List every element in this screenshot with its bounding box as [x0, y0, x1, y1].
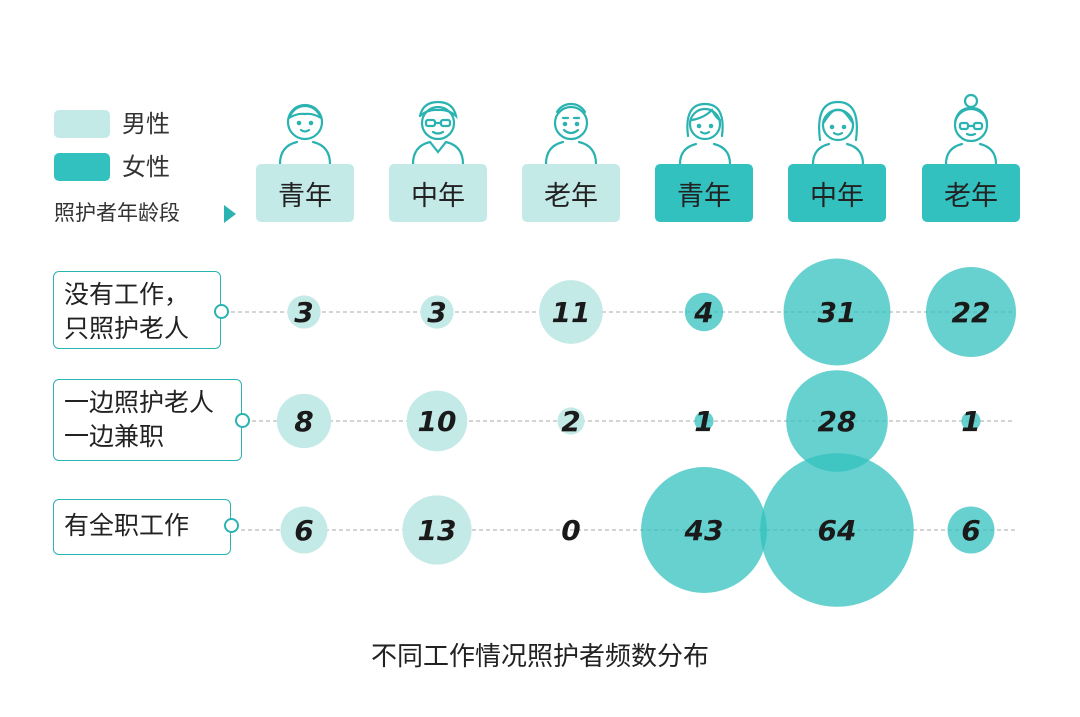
bubble-no-work-0: [287, 295, 321, 329]
chart-title: 不同工作情况照护者频数分布: [370, 642, 709, 672]
col-header-female-old: 老年: [922, 164, 1020, 222]
bubble-value-label: 10: [418, 405, 457, 438]
col-header-male-young: 青年: [256, 164, 354, 222]
row-label-part-time: 一边照护老人 一边兼职: [53, 379, 242, 461]
bubble-part-time-3: [694, 411, 714, 431]
bubble-part-time-2: [557, 407, 585, 435]
row-connector-dot: [214, 304, 229, 319]
bubble-no-work-3: [684, 292, 724, 332]
elderly-woman-icon: [944, 93, 998, 166]
row-connector-dot: [235, 413, 250, 428]
row-label-line: 只照护老人: [64, 314, 190, 343]
row-label-line: 一边兼职: [64, 422, 165, 451]
middle-aged-man-icon: [411, 100, 465, 166]
bubble-no-work-2: [539, 280, 603, 344]
bubble-full-time-0: [280, 506, 328, 554]
bubble-no-work-4: [783, 258, 891, 366]
bubble-value-label: 8: [294, 405, 313, 438]
young-woman-icon: [678, 102, 732, 166]
col-header-female-middle: 中年: [788, 164, 886, 222]
bubble-value-label: 11: [552, 296, 591, 329]
legend-label-male: 男性: [122, 110, 170, 138]
axis-arrow-icon: [224, 205, 236, 223]
bubble-no-work-1: [420, 295, 454, 329]
bubble-value-label: 3: [427, 296, 446, 329]
young-man-icon: [278, 103, 332, 166]
bubble-part-time-4: [786, 370, 888, 472]
legend-label-female: 女性: [122, 153, 170, 181]
elderly-man-icon: [544, 102, 598, 166]
bubble-value-label: 31: [818, 296, 857, 329]
middle-aged-woman-icon: [811, 100, 865, 166]
col-header-female-young: 青年: [655, 164, 753, 222]
bubble-full-time-3: [641, 467, 767, 593]
bubble-full-time-5: [947, 506, 995, 554]
row-label-line: 没有工作，: [64, 280, 190, 309]
bubble-part-time-0: [276, 393, 332, 449]
row-connector-dot: [224, 518, 239, 533]
bubble-value-label: 1: [694, 405, 713, 438]
row-label-no-work: 没有工作， 只照护老人: [53, 271, 221, 349]
row-label-line: 有全职工作: [64, 511, 190, 540]
bubble-full-time-1: [402, 495, 472, 565]
bubble-value-label: 6: [961, 514, 980, 547]
bubble-value-label: 64: [818, 514, 857, 547]
bubble-value-label: 43: [684, 514, 724, 547]
row-label-full-time: 有全职工作: [53, 499, 231, 555]
bubble-part-time-1: [406, 390, 468, 452]
bubble-value-label: 6: [294, 514, 313, 547]
bubble-part-time-5: [961, 411, 981, 431]
col-header-male-old: 老年: [522, 164, 620, 222]
legend-swatch-male: [54, 110, 110, 138]
bubble-value-label: 13: [418, 514, 457, 547]
legend-swatch-female: [54, 153, 110, 181]
bubble-value-label: 1: [961, 405, 980, 438]
bubble-value-label: 0: [561, 514, 580, 547]
bubble-value-label: 22: [952, 296, 991, 329]
bubble-value-label: 2: [561, 405, 580, 438]
row-label-line: 一边照护老人: [64, 388, 215, 417]
bubble-value-label: 4: [693, 296, 713, 329]
bubble-value-label: 3: [294, 296, 313, 329]
bubble-no-work-5: [925, 266, 1017, 358]
bubble-full-time-4: [760, 453, 914, 607]
axis-caption: 照护者年龄段: [54, 201, 180, 225]
bubble-value-label: 28: [818, 405, 857, 438]
col-header-male-middle: 中年: [389, 164, 487, 222]
